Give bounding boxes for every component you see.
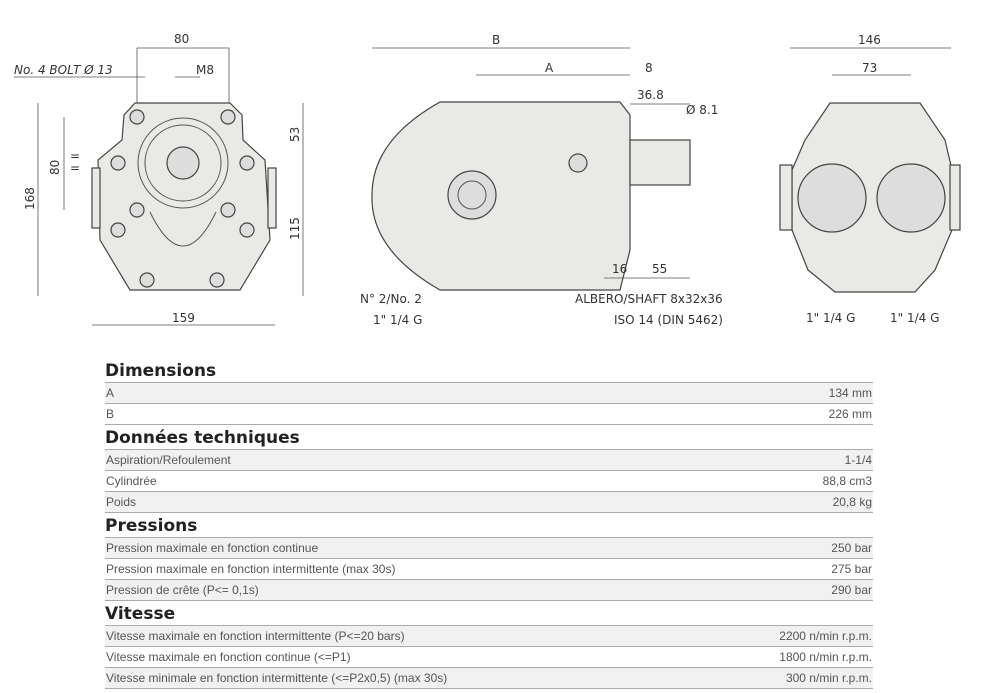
spec-row: Pression de crête (P<= 0,1s) 290 bar [105, 580, 873, 601]
port-label: N° 2/No. 2 [360, 292, 422, 306]
spec-label: B [106, 407, 115, 421]
section-rows: Pression maximale en fonction continue 25… [105, 538, 873, 601]
dim-36-8: 36.8 [637, 88, 664, 102]
section-heading: Dimensions [105, 358, 873, 383]
dim-53: 53 [288, 127, 302, 142]
spec-value: 275 bar [831, 562, 872, 576]
spec-label: Pression de crête (P<= 0,1s) [106, 583, 259, 597]
dim-146: 146 [858, 33, 881, 47]
port-right: 1" 1/4 G [890, 311, 939, 325]
spec-value: 1800 n/min r.p.m. [779, 650, 872, 664]
dim-8-1: Ø 8.1 [686, 103, 718, 117]
spec-label: Cylindrée [106, 474, 157, 488]
rear-view: 146 73 1" 1/4 G 1" 1/4 G [779, 33, 961, 325]
section-heading: Vitesse [105, 601, 873, 626]
dim-a: A [545, 61, 554, 75]
spec-value: 290 bar [831, 583, 872, 597]
spec-row: Vitesse maximale en fonction intermitten… [105, 626, 873, 647]
dim-73: 73 [862, 61, 877, 75]
spec-label: Pression maximale en fonction continue [106, 541, 319, 555]
front-view: 80 No. 4 BOLT Ø 13 M8 80 = = 168 53 115 … [14, 32, 304, 326]
spec-label: Poids [106, 495, 137, 509]
dim-16: 16 [612, 262, 627, 276]
spec-row: Pression maximale en fonction intermitte… [105, 559, 873, 580]
section-rows: A 134 mm B 226 mm [105, 383, 873, 425]
spec-value: 134 mm [828, 386, 872, 400]
spec-label: Vitesse maximale en fonction intermitten… [106, 629, 405, 643]
spec-value: 2200 n/min r.p.m. [779, 629, 872, 643]
pump-technical-drawing: 80 No. 4 BOLT Ø 13 M8 80 = = 168 53 115 … [14, 32, 961, 327]
dim-55: 55 [652, 262, 667, 276]
spec-row: B 226 mm [105, 404, 873, 425]
section-rows: Vitesse maximale en fonction intermitten… [105, 626, 873, 689]
dim-8: 8 [645, 61, 653, 75]
spec-row: Pression maximale en fonction continue 25… [105, 538, 873, 559]
spec-value: 300 n/min r.p.m. [785, 671, 872, 685]
spec-label: A [106, 386, 115, 400]
dim-80-top: 80 [174, 32, 189, 46]
shaft-standard: ISO 14 (DIN 5462) [614, 313, 723, 327]
spec-row: A 134 mm [105, 383, 873, 404]
spec-value: 20,8 kg [832, 495, 872, 509]
spec-row: Cylindrée 88,8 cm3 [105, 471, 873, 492]
eq-mark: = [70, 149, 80, 163]
bolt-label: No. 4 BOLT Ø 13 [14, 63, 113, 77]
side-view: B A 8 36.8 Ø 8.1 16 55 N° 2/No. 2 1" 1/4… [360, 33, 723, 327]
spec-row: Poids 20,8 kg [105, 492, 873, 513]
dim-b: B [492, 33, 500, 47]
dim-115: 115 [288, 217, 302, 240]
dim-168: 168 [23, 187, 37, 210]
spec-value: 250 bar [831, 541, 872, 555]
spec-label: Vitesse maximale en fonction continue (<… [106, 650, 351, 664]
spec-label: Vitesse minimale en fonction intermitten… [106, 671, 448, 685]
port-size: 1" 1/4 G [373, 313, 422, 327]
eq-mark: = [70, 161, 80, 175]
m8-label: M8 [196, 63, 214, 77]
dim-159: 159 [172, 311, 195, 325]
spec-value: 1-1/4 [844, 453, 872, 467]
section-heading: Données techniques [105, 425, 873, 450]
section-heading: Pressions [105, 513, 873, 538]
shaft-label: ALBERO/SHAFT 8x32x36 [575, 292, 723, 306]
spec-row: Aspiration/Refoulement 1-1/4 [105, 450, 873, 471]
spec-value: 226 mm [828, 407, 872, 421]
spec-label: Aspiration/Refoulement [106, 453, 231, 467]
spec-value: 88,8 cm3 [822, 474, 872, 488]
spec-row: Vitesse maximale en fonction continue (<… [105, 647, 873, 668]
spec-row: Vitesse minimale en fonction intermitten… [105, 668, 873, 689]
dim-80-side: 80 [48, 160, 62, 175]
spec-label: Pression maximale en fonction intermitte… [106, 562, 396, 576]
port-left: 1" 1/4 G [806, 311, 855, 325]
